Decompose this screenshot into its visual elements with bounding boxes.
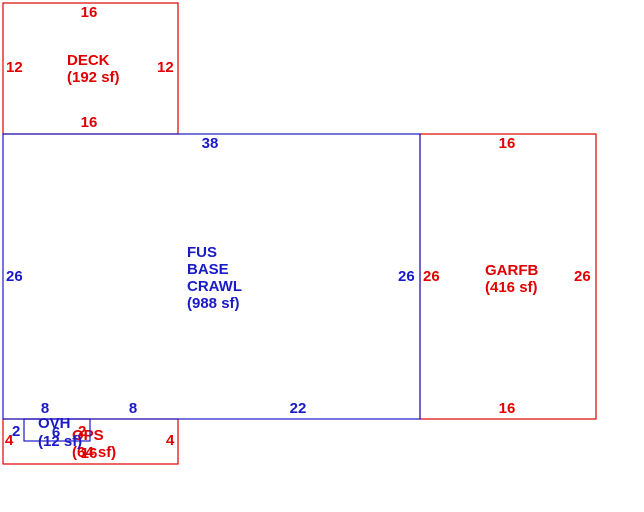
garage-area: (416 sf) bbox=[485, 279, 538, 296]
main-outline bbox=[2, 133, 421, 420]
main-label-line3: CRAWL bbox=[187, 278, 242, 295]
deck-label: DECK bbox=[67, 52, 110, 69]
ops-label: OPS bbox=[72, 427, 104, 444]
main-dim-bottom-c: 22 bbox=[290, 400, 307, 417]
main-dim-bottom-b: 8 bbox=[129, 400, 137, 417]
ovh-outline bbox=[23, 418, 91, 442]
main-dim-right: 26 bbox=[398, 268, 415, 285]
garage-dim-bottom: 16 bbox=[499, 400, 516, 417]
ops-dim-right: 4 bbox=[166, 432, 175, 449]
deck-dim-left: 12 bbox=[6, 59, 23, 76]
ovh-area: (12 sf) bbox=[38, 433, 82, 450]
ovh-dim-bottom: 6 bbox=[52, 424, 60, 441]
main-dim-bottom-a: 8 bbox=[41, 400, 49, 417]
garage-label: GARFB bbox=[485, 262, 538, 279]
main-area: (988 sf) bbox=[187, 295, 240, 312]
ovh-dim-left: 2 bbox=[12, 423, 20, 440]
ops-dim-bottom: 16 bbox=[81, 445, 98, 462]
garage-dim-left: 26 bbox=[423, 268, 440, 285]
main-dim-top: 38 bbox=[202, 135, 219, 152]
deck-area: (192 sf) bbox=[67, 69, 120, 86]
ops-dim-left: 4 bbox=[5, 432, 14, 449]
ovh-label: OVH bbox=[38, 415, 71, 432]
ovh-dim-right: 2 bbox=[78, 423, 86, 440]
deck-dim-right: 12 bbox=[157, 59, 174, 76]
deck-dim-bottom: 16 bbox=[81, 114, 98, 131]
ops-area: (64 sf) bbox=[72, 444, 116, 461]
main-dim-left: 26 bbox=[6, 268, 23, 285]
main-label-line2: BASE bbox=[187, 261, 229, 278]
deck-dim-top: 16 bbox=[81, 4, 98, 21]
garage-dim-right: 26 bbox=[574, 268, 591, 285]
main-label-line1: FUS bbox=[187, 244, 217, 261]
garage-dim-top: 16 bbox=[499, 135, 516, 152]
